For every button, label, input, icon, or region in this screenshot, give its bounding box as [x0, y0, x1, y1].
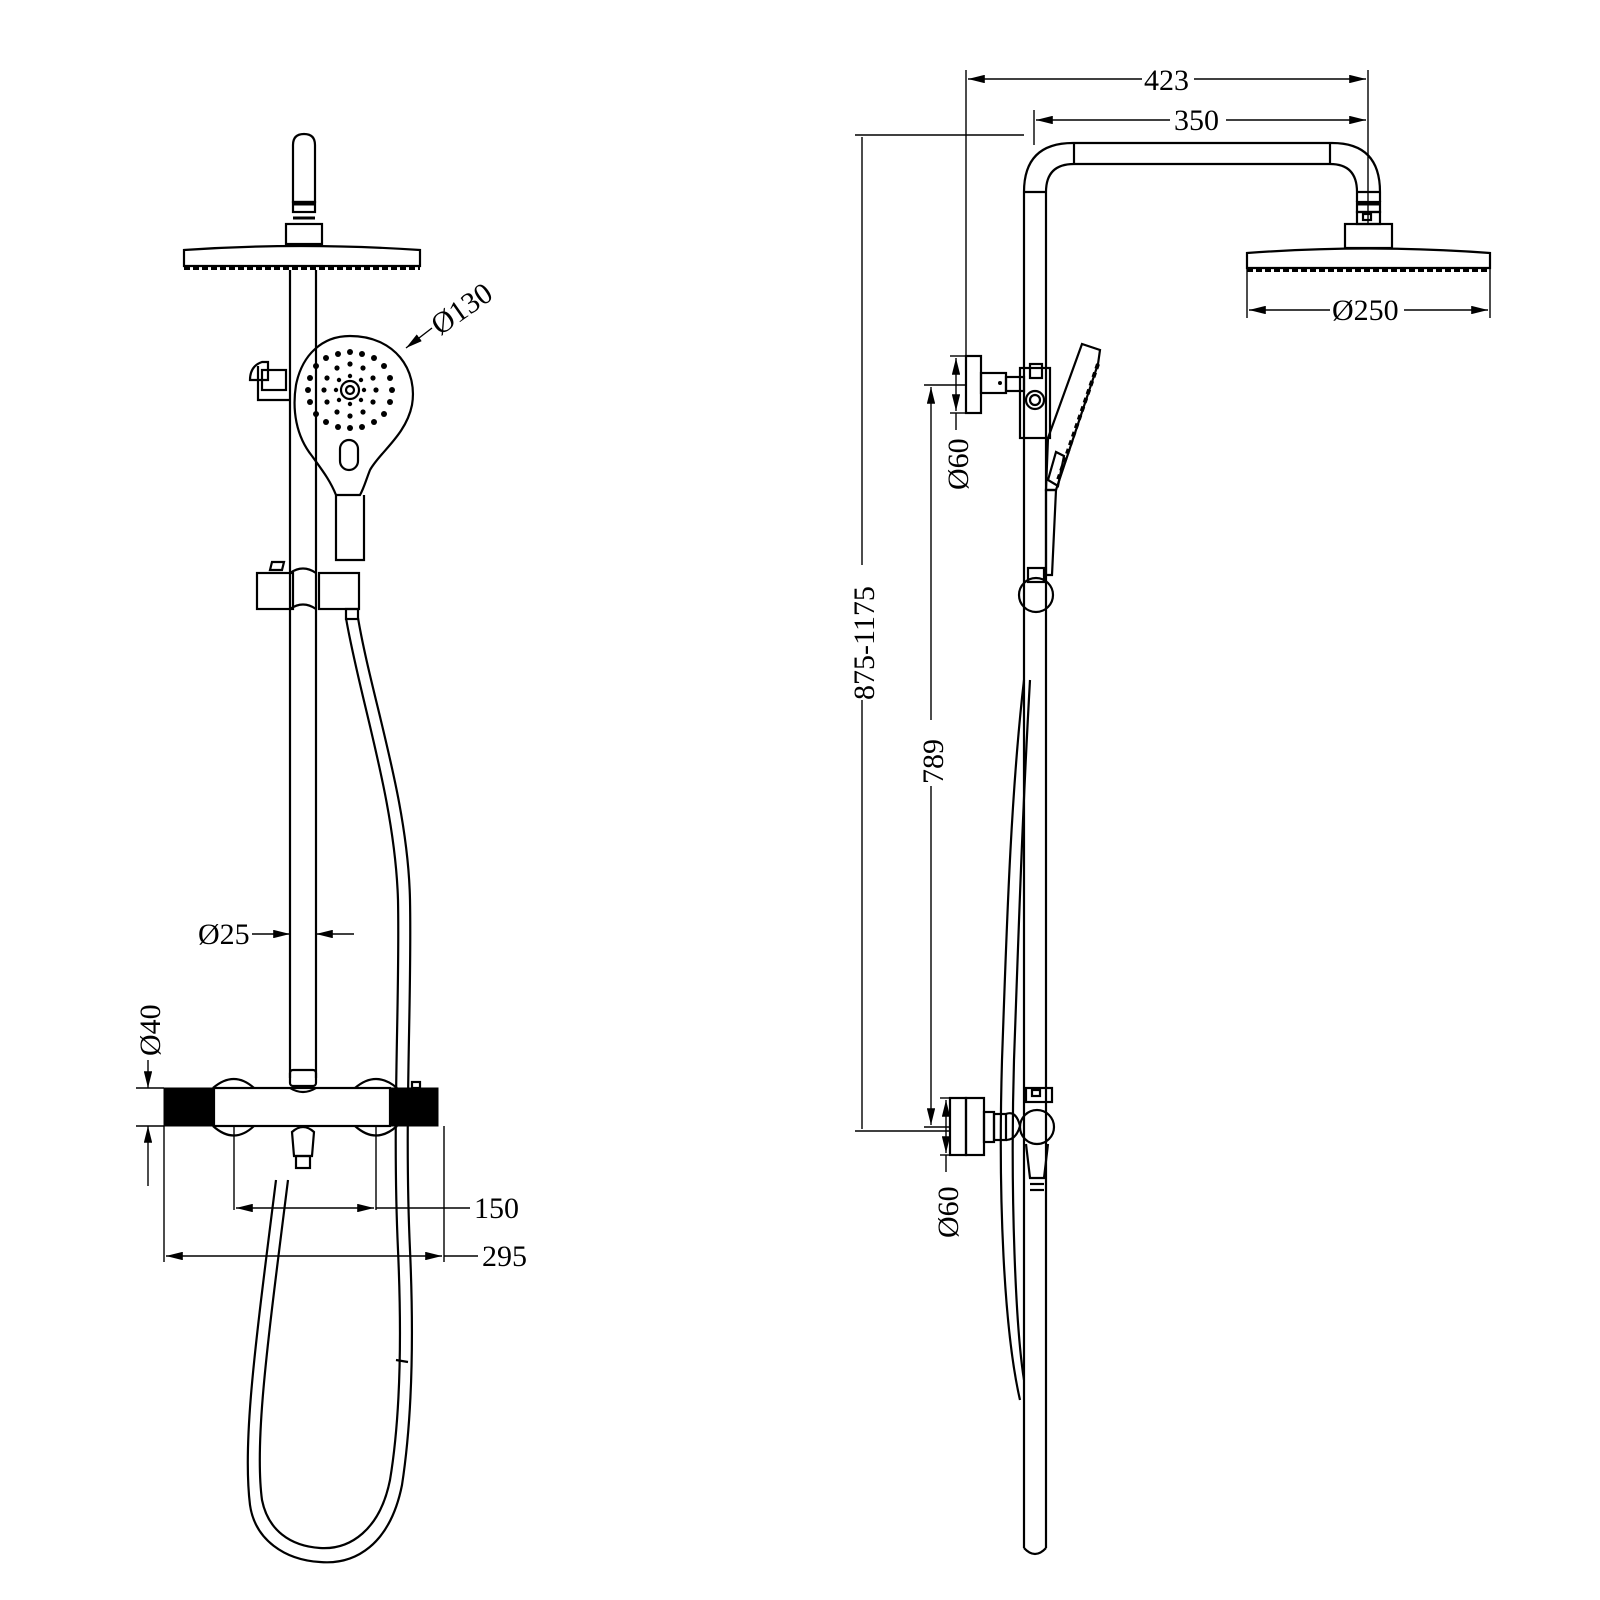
- dim-label-top-bracket: Ø60: [942, 438, 975, 490]
- dim-top-bracket-diameter: Ø60: [942, 355, 975, 490]
- hose-front: [246, 617, 414, 1564]
- dim-label-mixer-diameter: Ø40: [134, 1004, 167, 1056]
- dim-mixer-diameter: Ø40: [134, 1004, 167, 1186]
- hose-side: [999, 679, 1032, 1401]
- thermostatic-mixer-front: [163, 1077, 439, 1170]
- bottom-wall-bracket-side: [948, 1086, 1056, 1192]
- dim-label-valve-centers: 150: [474, 1192, 519, 1225]
- dim-label-bracket-spacing: 789: [917, 739, 950, 784]
- dim-arm-reach: 350: [1033, 104, 1366, 145]
- dim-overall-projection: 423: [965, 64, 1369, 356]
- dim-label-arm-reach: 350: [1174, 104, 1219, 137]
- dim-handshower-diameter: Ø130: [405, 276, 499, 349]
- slider-knob-side: [1017, 566, 1055, 614]
- hand-shower-side: [1044, 342, 1102, 577]
- dim-bottom-bracket-diameter: Ø60: [932, 1097, 965, 1238]
- temperature-handle: [163, 1087, 215, 1127]
- mode-button: [338, 438, 360, 472]
- dim-label-mixer-width: 295: [482, 1240, 527, 1273]
- dim-label-height-range: 875-1175: [848, 586, 881, 700]
- dim-rail-diameter: Ø25: [198, 918, 354, 951]
- dim-overhead-diameter: Ø250: [1246, 268, 1491, 327]
- front-view: Ø130 Ø25 Ø40 150: [134, 132, 527, 1564]
- overhead-shower-front: [182, 244, 422, 270]
- dim-label-overhead-diameter: Ø250: [1332, 294, 1399, 327]
- dim-label-bottom-bracket: Ø60: [932, 1186, 965, 1238]
- spray-nozzles: [305, 349, 395, 431]
- riser-and-arm-side: [1022, 141, 1382, 1556]
- side-view: 423 350 Ø250 Ø60: [848, 64, 1492, 1556]
- diverter-knob: [248, 360, 290, 402]
- overhead-shower-side: [1245, 222, 1492, 272]
- flow-handle: [389, 1087, 439, 1127]
- slider-holder: [255, 560, 361, 621]
- dim-mixer-width: 295: [163, 1126, 527, 1273]
- riser-rail-front: [288, 270, 318, 1088]
- dim-label-handshower: Ø130: [425, 276, 499, 341]
- dim-label-overall-projection: 423: [1144, 64, 1189, 97]
- top-wall-bracket-side: [964, 354, 1052, 440]
- dim-height-range: 875-1175: [848, 134, 1024, 1132]
- hand-shower-front: [293, 334, 414, 562]
- shower-arm-stub: [284, 132, 324, 246]
- dim-valve-centers: 150: [233, 1126, 519, 1225]
- dim-label-rail: Ø25: [198, 918, 250, 951]
- dim-bracket-spacing: 789: [917, 384, 966, 1128]
